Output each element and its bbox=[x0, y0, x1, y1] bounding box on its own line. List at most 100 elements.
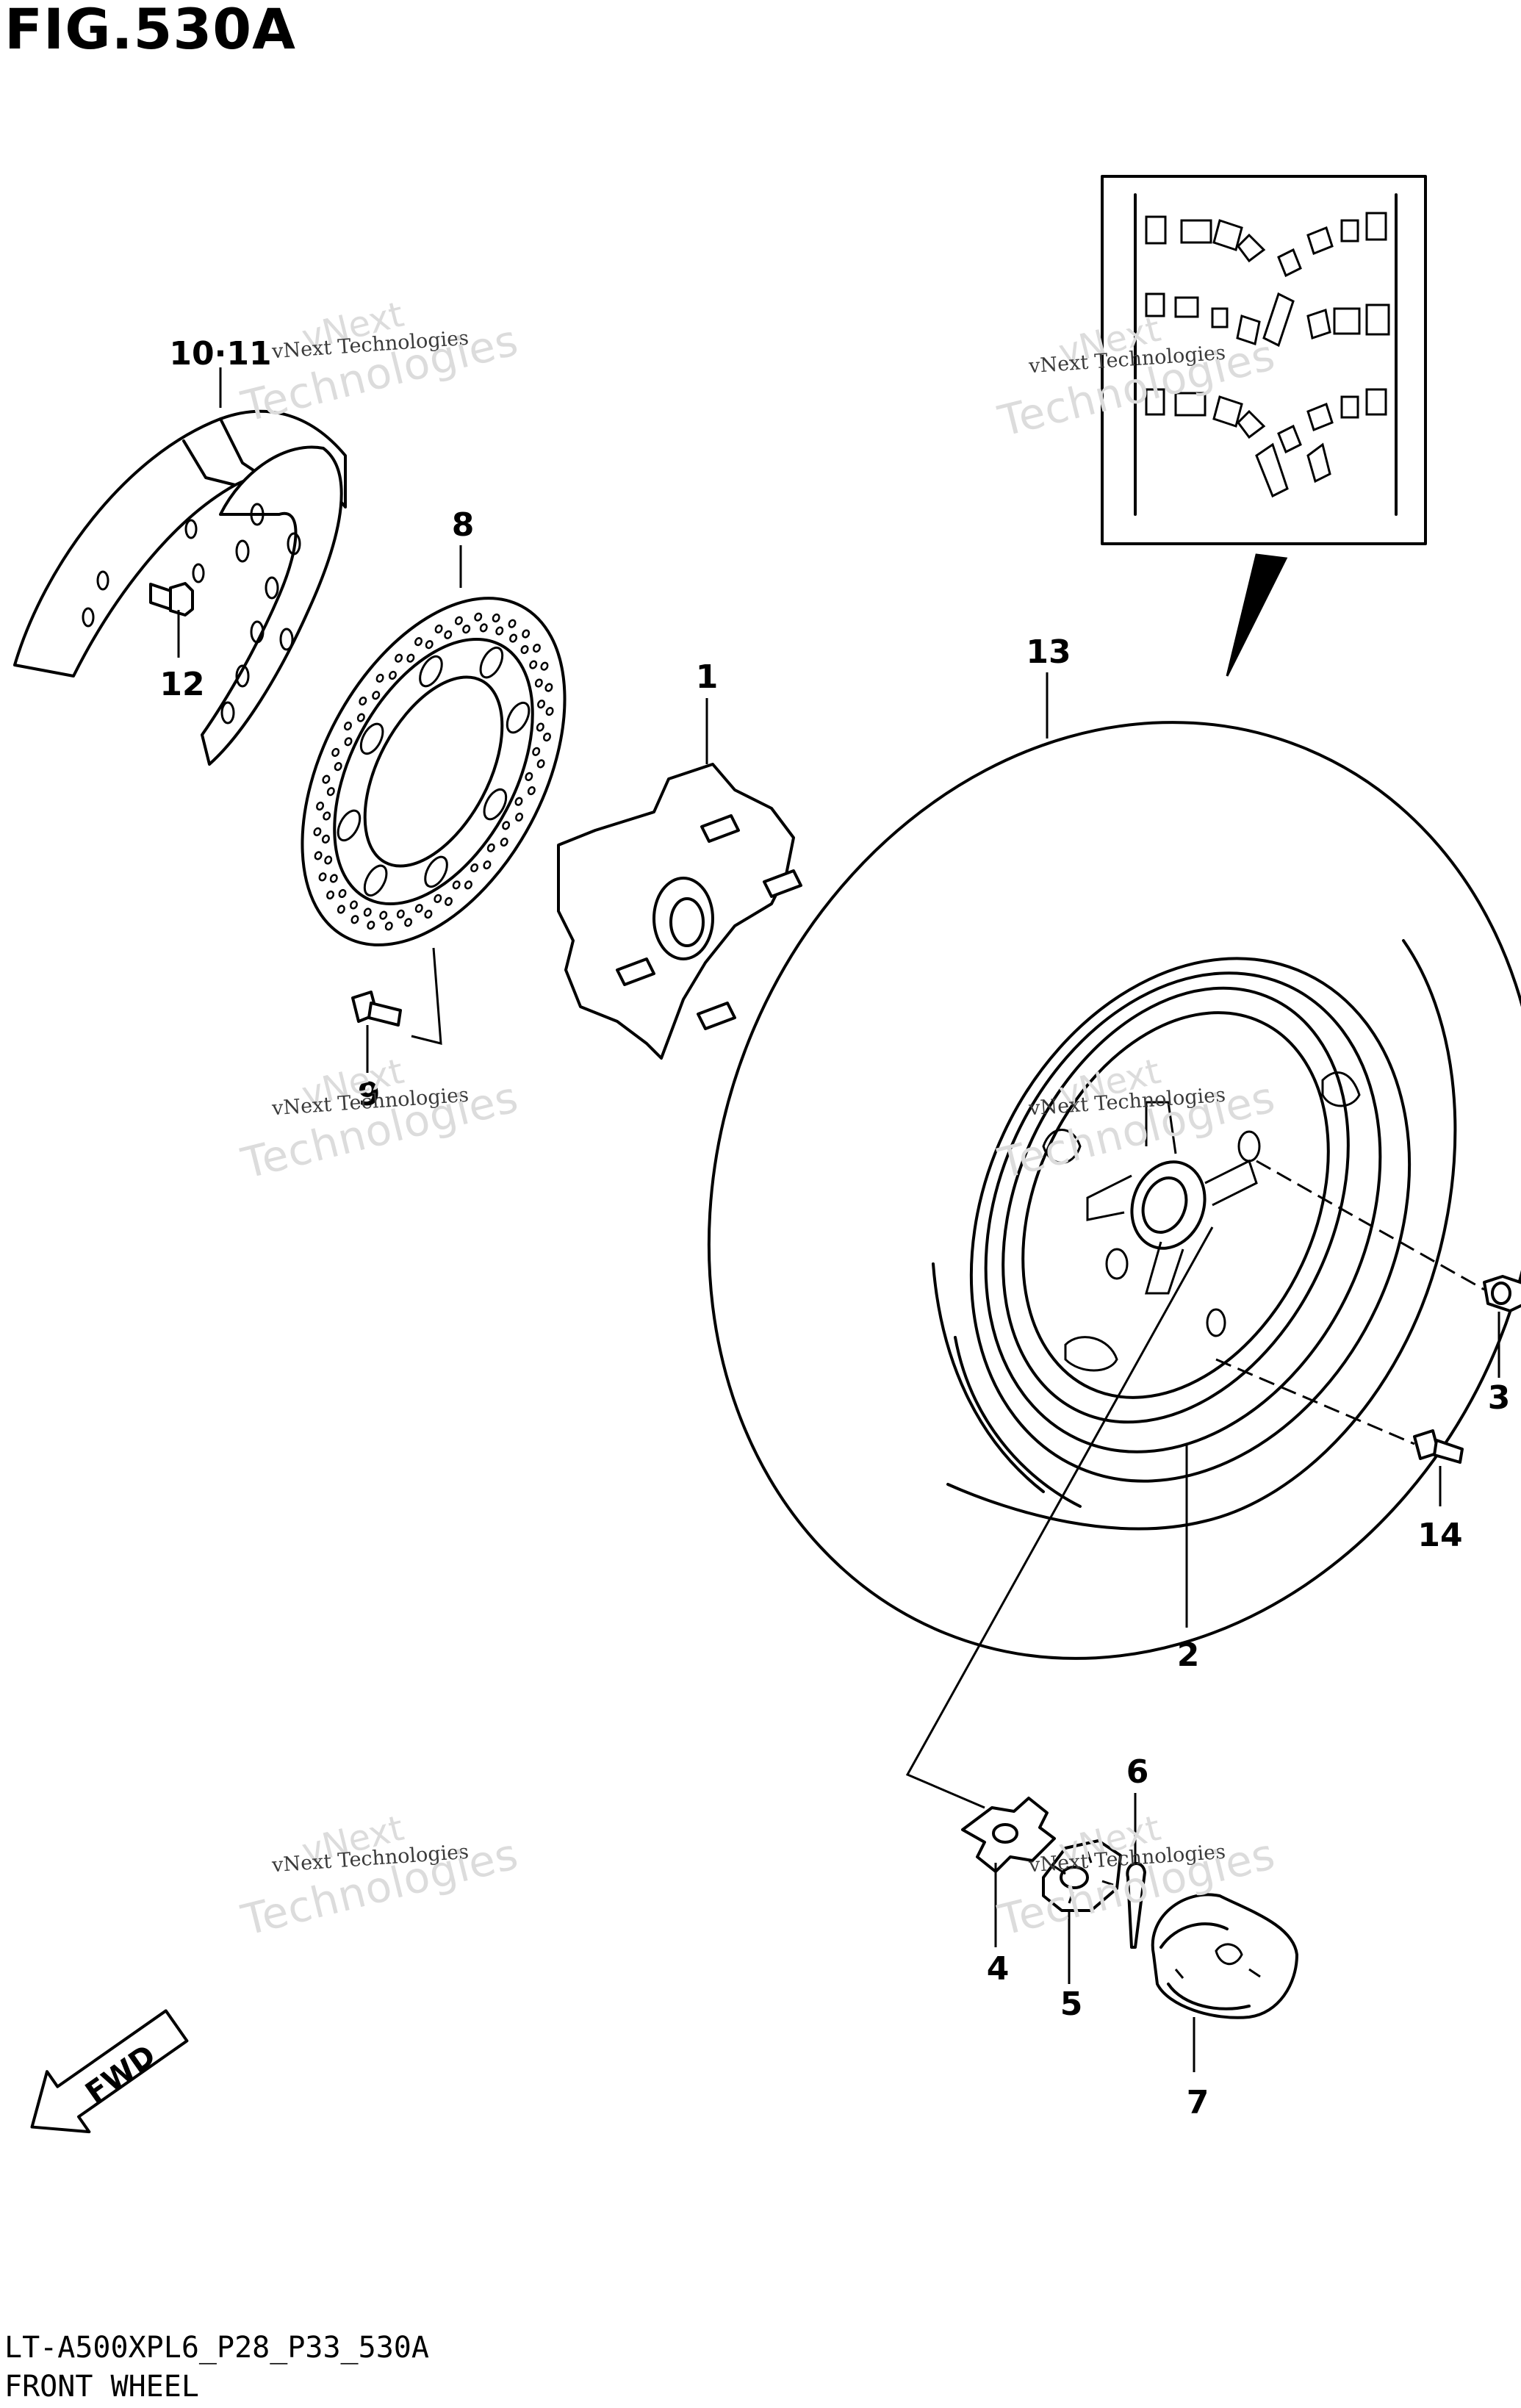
tread-detail-inset bbox=[1101, 175, 1427, 545]
disc-slot bbox=[337, 809, 362, 842]
disc-hole bbox=[323, 811, 331, 821]
wheel-rim bbox=[969, 957, 1412, 1483]
guard-bolt bbox=[149, 582, 194, 617]
disc-slot bbox=[483, 788, 508, 821]
disc-hole bbox=[314, 851, 323, 860]
lock-washer bbox=[961, 1797, 1056, 1873]
disc-hole bbox=[324, 855, 333, 865]
disc-hole bbox=[500, 837, 508, 847]
callout-7: 7 bbox=[1186, 2084, 1209, 2121]
disc-hole bbox=[338, 888, 347, 899]
disc-hole bbox=[454, 616, 463, 625]
disc-hole bbox=[529, 660, 538, 669]
disc-hole bbox=[349, 900, 358, 910]
disc-hole bbox=[483, 860, 492, 870]
brake-disc-holes bbox=[313, 612, 554, 931]
disc-hole bbox=[326, 890, 335, 900]
disc-hole bbox=[384, 921, 393, 931]
disc-hole bbox=[479, 623, 488, 633]
callout-12: 12 bbox=[159, 666, 205, 703]
disc-hole bbox=[396, 909, 405, 919]
callout-10-11: 10·11 bbox=[169, 335, 272, 373]
disc-hole bbox=[514, 797, 523, 806]
disc-hole bbox=[495, 626, 504, 636]
disc-hole bbox=[326, 787, 335, 797]
figure-title: FIG.530A bbox=[4, 0, 296, 62]
disc-hole bbox=[534, 678, 543, 688]
disc-hole bbox=[542, 732, 551, 742]
disc-hole bbox=[414, 637, 423, 647]
callout-1: 1 bbox=[695, 658, 719, 696]
disc-hole bbox=[444, 896, 453, 906]
disc-slot bbox=[506, 701, 531, 734]
callout-13: 13 bbox=[1026, 633, 1071, 671]
callout-4: 4 bbox=[986, 1950, 1010, 1988]
disc-hole bbox=[532, 747, 541, 756]
disc-hole bbox=[532, 643, 541, 653]
disc-hole bbox=[359, 696, 367, 706]
disc-hole bbox=[537, 700, 546, 709]
disc-hole bbox=[470, 863, 479, 873]
disc-hole bbox=[509, 633, 518, 643]
disc-hole bbox=[424, 910, 433, 919]
disc-hole bbox=[316, 801, 325, 811]
disc-hole bbox=[474, 612, 483, 622]
leader-lines bbox=[177, 367, 1500, 2072]
cotter-pin bbox=[1126, 1862, 1146, 1949]
disc-hole bbox=[502, 821, 511, 830]
model-code: LT-A500XPL6_P28_P33_530A bbox=[4, 2331, 429, 2365]
disc-slot bbox=[363, 864, 388, 897]
disc-hole bbox=[337, 905, 345, 914]
disc-hole bbox=[329, 874, 338, 883]
callout-6: 6 bbox=[1126, 1753, 1149, 1791]
brake-disc-guard bbox=[13, 409, 347, 766]
hub-cap bbox=[1151, 1893, 1298, 2019]
disc-hole bbox=[331, 747, 340, 757]
wheel-nut bbox=[1483, 1275, 1521, 1312]
disc-hole bbox=[367, 920, 375, 930]
disc-hole bbox=[388, 670, 397, 680]
figure-caption: FRONT WHEEL bbox=[4, 2370, 199, 2404]
disc-hole bbox=[356, 713, 365, 722]
disc-hole bbox=[322, 774, 331, 784]
disc-hole bbox=[318, 872, 327, 882]
disc-hole bbox=[527, 786, 536, 796]
callout-2: 2 bbox=[1176, 1636, 1200, 1674]
callout-5: 5 bbox=[1060, 1985, 1083, 2023]
disc-hole bbox=[540, 661, 549, 671]
disc-hole bbox=[406, 653, 415, 663]
disc-hole bbox=[350, 915, 359, 924]
disc-slot bbox=[419, 655, 443, 688]
disc-hole bbox=[375, 673, 384, 683]
disc-bolt bbox=[351, 991, 402, 1027]
disc-hole bbox=[363, 908, 372, 917]
brake-disc bbox=[301, 597, 567, 946]
disc-hole bbox=[545, 707, 554, 716]
wheel-hub bbox=[557, 763, 802, 1060]
disc-hole bbox=[544, 683, 553, 692]
disc-hole bbox=[515, 812, 524, 822]
callout-8: 8 bbox=[451, 506, 475, 544]
callout-3: 3 bbox=[1487, 1379, 1511, 1417]
disc-hole bbox=[444, 630, 453, 639]
disc-hole bbox=[334, 762, 342, 772]
disc-slot bbox=[424, 855, 448, 888]
disc-hole bbox=[321, 834, 330, 844]
inset-pointer bbox=[1226, 553, 1288, 677]
disc-hole bbox=[344, 737, 353, 747]
disc-slot bbox=[359, 722, 384, 755]
disc-hole bbox=[508, 619, 517, 628]
disc-hole bbox=[536, 759, 545, 769]
disc-hole bbox=[434, 624, 443, 633]
castle-nut bbox=[1042, 1839, 1122, 1912]
disc-hole bbox=[525, 772, 533, 781]
disc-hole bbox=[464, 880, 472, 890]
disc-hole bbox=[522, 629, 531, 639]
disc-hole bbox=[425, 640, 434, 650]
disc-hole bbox=[486, 843, 495, 852]
disc-hole bbox=[313, 827, 322, 836]
disc-hole bbox=[520, 644, 529, 655]
tire bbox=[707, 721, 1521, 1660]
disc-hole bbox=[536, 722, 544, 732]
